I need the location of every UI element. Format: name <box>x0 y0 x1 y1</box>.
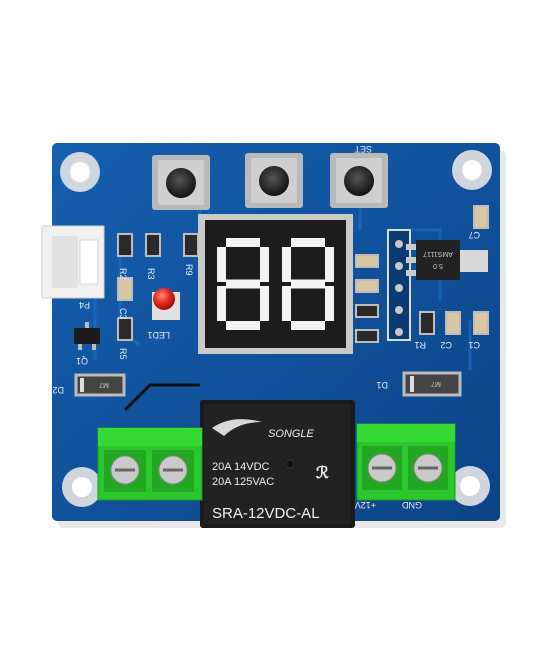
label-d2: D2 <box>52 385 64 395</box>
segment-e <box>217 286 226 321</box>
button-up[interactable] <box>245 153 303 208</box>
segment-d <box>226 321 260 330</box>
label-r3: R3 <box>146 268 156 280</box>
status-led <box>152 288 180 320</box>
voltage-regulator-chip: AMS1117 5.0 <box>406 240 488 280</box>
screw-terminal-right <box>356 423 456 501</box>
segment-c <box>260 286 269 321</box>
smd-components-display-right <box>355 254 379 343</box>
relay-rating-ac: 20A 125VAC <box>212 476 274 488</box>
mounting-hole-bottom-left <box>62 467 102 507</box>
display-digit-right <box>282 238 334 330</box>
label-set: SET <box>354 144 372 154</box>
diode-d1-code: M7 <box>431 380 441 387</box>
diode-d2: M7 <box>74 373 126 397</box>
relay-model: SRA-12VDC-AL <box>212 505 320 522</box>
ul-mark-icon: ℛ <box>316 465 329 482</box>
button-left[interactable] <box>152 155 210 210</box>
label-d1: D1 <box>376 380 388 390</box>
silkscreen-outline <box>123 383 200 412</box>
mounting-hole-top-right <box>452 150 492 190</box>
relay-brand: SONGLE <box>268 428 315 440</box>
connector-p4 <box>41 225 105 299</box>
label-c2: C2 <box>440 340 452 350</box>
segment-f <box>217 247 226 282</box>
segment-g <box>226 279 260 289</box>
segment-a <box>291 238 325 247</box>
segment-b <box>325 247 334 282</box>
button-set[interactable] <box>330 153 388 208</box>
label-r2: R2 <box>118 268 128 280</box>
segment-b <box>260 247 269 282</box>
chip-label-2: 5.0 <box>433 262 443 269</box>
label-led1: LED1 <box>147 330 170 340</box>
pin-header <box>387 229 411 341</box>
label-gnd: GND <box>402 500 423 510</box>
segment-a <box>226 238 260 247</box>
transistor-q1 <box>74 322 100 350</box>
label-q1: Q1 <box>76 356 88 366</box>
chip-label-1: AMS1117 <box>423 250 453 257</box>
smd-components-right <box>419 205 489 335</box>
diode-d2-code: M7 <box>99 381 109 388</box>
seven-segment-display: 88 <box>198 214 353 354</box>
screw-terminal-left <box>97 427 203 501</box>
mounting-hole-bottom-right <box>450 466 490 506</box>
label-c1: C1 <box>468 340 480 350</box>
label-r9: R9 <box>184 264 194 276</box>
label-r1: R1 <box>414 340 426 350</box>
mounting-hole-top-left <box>60 152 100 192</box>
segment-d <box>291 321 325 330</box>
label-c7: C7 <box>468 230 480 240</box>
relay: SONGLE 20A 14VDC 20A 125VAC ℛ SRA-12VDC-… <box>200 400 355 528</box>
label-r5: R5 <box>118 348 128 360</box>
label-p4: P4 <box>79 300 90 310</box>
smd-components-left <box>117 233 199 341</box>
segment-g <box>291 279 325 289</box>
diode-d1: M7 <box>402 371 462 397</box>
segment-e <box>282 286 291 321</box>
relay-logo-icon <box>212 419 262 436</box>
label-12v: +12V <box>355 500 376 510</box>
display-digit-left <box>217 238 269 330</box>
segment-c <box>325 286 334 321</box>
label-c3: C3 <box>118 308 128 320</box>
relay-rating-dc: 20A 14VDC <box>212 461 270 473</box>
segment-f <box>282 247 291 282</box>
